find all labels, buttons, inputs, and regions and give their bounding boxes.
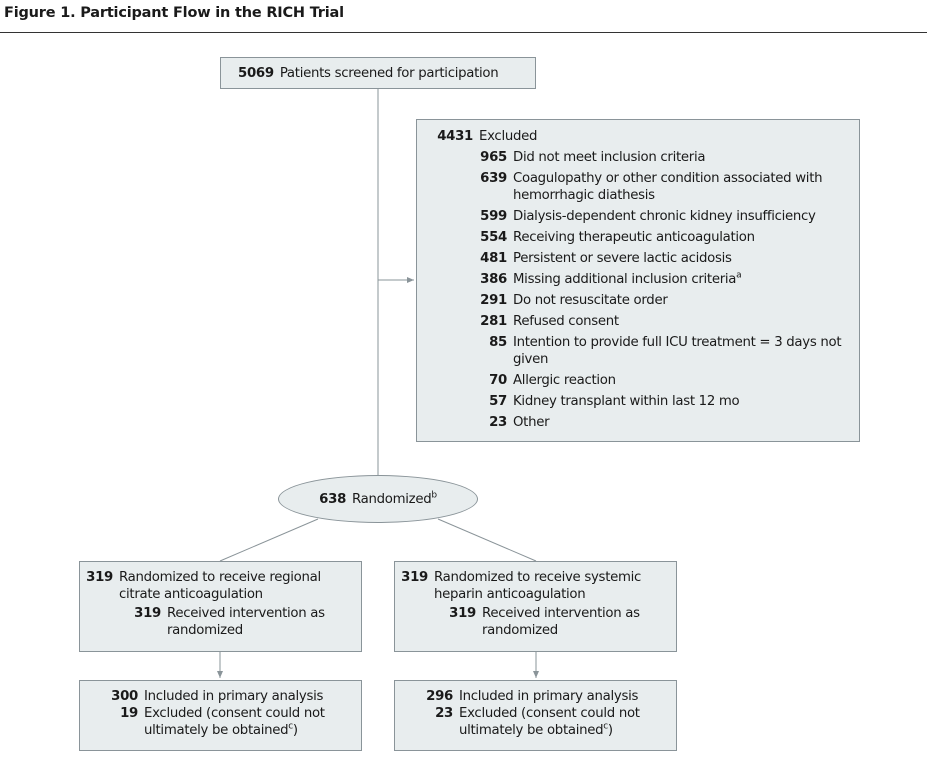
exclusion-reason: 965 Did not meet inclusion criteria bbox=[417, 149, 849, 166]
arm-count: 319 bbox=[401, 570, 428, 585]
title-rule bbox=[0, 32, 927, 33]
exclusion-reason-text-value: Dialysis-dependent chronic kidney insuff… bbox=[513, 209, 816, 224]
exclusion-reason-text-value: Coagulopathy or other condition associat… bbox=[513, 171, 823, 203]
included-count: 300 bbox=[111, 689, 138, 704]
analysis-box-heparin: 296 Included in primary analysis 23 Excl… bbox=[394, 680, 677, 751]
screened-box: 5069 Patients screened for participation bbox=[220, 57, 536, 89]
randomized-to-right-arm-line bbox=[437, 518, 537, 562]
analysis-excluded-count: 23 bbox=[435, 706, 453, 721]
exclusion-reason-text: Did not meet inclusion criteria bbox=[507, 149, 847, 166]
received-label: Received intervention as randomized bbox=[482, 606, 640, 638]
exclusion-reason: 23 Other bbox=[417, 414, 849, 431]
exclusion-reason-count: 639 bbox=[480, 171, 507, 186]
arm-box-heparin: 319 Randomized to receive systemic hepar… bbox=[394, 561, 677, 652]
received-label: Received intervention as randomized bbox=[167, 606, 325, 638]
exclusion-reason-text: Intention to provide full ICU treatment … bbox=[507, 334, 847, 368]
excluded-count: 4431 bbox=[437, 129, 473, 144]
exclusion-reason-footnote: a bbox=[736, 270, 742, 281]
exclusion-reason-text: Refused consent bbox=[507, 313, 847, 330]
exclusion-reason-count: 481 bbox=[480, 251, 507, 266]
randomized-to-left-arm-line bbox=[219, 518, 319, 562]
arm-label: Randomized to receive regional citrate a… bbox=[119, 570, 321, 602]
exclusion-reason: 481 Persistent or severe lactic acidosis bbox=[417, 250, 849, 267]
excluded-label: Excluded bbox=[479, 129, 538, 144]
exclusion-reason-text-value: Do not resuscitate order bbox=[513, 293, 668, 308]
randomized-footnote: b bbox=[431, 490, 437, 501]
exclusion-reason-text: Other bbox=[507, 414, 847, 431]
exclusion-reason-count: 599 bbox=[480, 209, 507, 224]
analysis-excluded-close: ) bbox=[292, 723, 298, 738]
exclusion-reason-text-value: Intention to provide full ICU treatment … bbox=[513, 335, 842, 367]
screened-count: 5069 bbox=[238, 66, 274, 81]
analysis-excluded-label: Excluded (consent could not ultimately b… bbox=[144, 706, 325, 738]
screened-label: Patients screened for participation bbox=[279, 66, 499, 81]
arm-label: Randomized to receive systemic heparin a… bbox=[434, 570, 642, 602]
exclusion-reason-text: Receiving therapeutic anticoagulation bbox=[507, 229, 847, 246]
exclusion-reason: 281 Refused consent bbox=[417, 313, 849, 330]
exclusion-reason-count: 291 bbox=[480, 293, 507, 308]
exclusion-reason-count: 965 bbox=[480, 150, 507, 165]
exclusion-reason-text-value: Refused consent bbox=[513, 314, 619, 329]
exclusion-reason-text: Allergic reaction bbox=[507, 372, 847, 389]
arm-box-citrate: 319 Randomized to receive regional citra… bbox=[79, 561, 362, 652]
analysis-excluded-close: ) bbox=[607, 723, 613, 738]
exclusion-reason-text-value: Persistent or severe lactic acidosis bbox=[513, 251, 732, 266]
received-count: 319 bbox=[134, 606, 161, 621]
exclusion-reason-text-value: Missing additional inclusion criteria bbox=[513, 272, 737, 287]
exclusion-reason: 291 Do not resuscitate order bbox=[417, 292, 849, 309]
randomized-count: 638 bbox=[319, 491, 347, 507]
exclusion-reason-count: 57 bbox=[489, 394, 507, 409]
exclusion-reason-text-value: Did not meet inclusion criteria bbox=[513, 150, 706, 165]
analysis-excluded-count: 19 bbox=[120, 706, 138, 721]
exclusion-reason-count: 70 bbox=[489, 373, 507, 388]
randomized-oval: 638 Randomizedb bbox=[278, 475, 478, 523]
randomized-label: Randomized bbox=[352, 491, 432, 507]
arm-count: 319 bbox=[86, 570, 113, 585]
analysis-excluded-footnote: c bbox=[288, 721, 293, 732]
received-count: 319 bbox=[449, 606, 476, 621]
analysis-box-citrate: 300 Included in primary analysis 19 Excl… bbox=[79, 680, 362, 751]
included-count: 296 bbox=[426, 689, 453, 704]
exclusion-reason-count: 554 bbox=[480, 230, 507, 245]
exclusion-reason-text: Do not resuscitate order bbox=[507, 292, 847, 309]
excluded-box: 4431 Excluded 965 Did not meet inclusion … bbox=[416, 119, 860, 442]
exclusion-reason: 57 Kidney transplant within last 12 mo bbox=[417, 393, 849, 410]
exclusion-reason-count: 23 bbox=[489, 415, 507, 430]
exclusion-reason-count: 386 bbox=[480, 272, 507, 287]
exclusion-reason-text: Persistent or severe lactic acidosis bbox=[507, 250, 847, 267]
exclusion-reason-text-value: Receiving therapeutic anticoagulation bbox=[513, 230, 755, 245]
exclusion-reason-text: Missing additional inclusion criteriaa bbox=[507, 271, 847, 288]
exclusion-reason-count: 281 bbox=[480, 314, 507, 329]
exclusion-reason-count: 85 bbox=[489, 335, 507, 350]
exclusion-reason-text-value: Other bbox=[513, 415, 550, 430]
exclusion-reason-text: Dialysis-dependent chronic kidney insuff… bbox=[507, 208, 847, 225]
included-label: Included in primary analysis bbox=[459, 689, 639, 704]
exclusion-reason-text-value: Allergic reaction bbox=[513, 373, 616, 388]
exclusion-reason-text: Coagulopathy or other condition associat… bbox=[507, 170, 847, 204]
analysis-excluded-footnote: c bbox=[603, 721, 608, 732]
exclusion-reason: 639 Coagulopathy or other condition assoc… bbox=[417, 170, 849, 204]
figure-title: Figure 1. Participant Flow in the RICH T… bbox=[4, 5, 344, 21]
included-label: Included in primary analysis bbox=[144, 689, 324, 704]
exclusion-reason: 599 Dialysis-dependent chronic kidney ins… bbox=[417, 208, 849, 225]
analysis-excluded-label: Excluded (consent could not ultimately b… bbox=[459, 706, 640, 738]
exclusion-reasons-list: 965 Did not meet inclusion criteria 639 Coa… bbox=[417, 149, 849, 431]
exclusion-reason-text: Kidney transplant within last 12 mo bbox=[507, 393, 847, 410]
exclusion-reason-text-value: Kidney transplant within last 12 mo bbox=[513, 394, 740, 409]
exclusion-reason: 554 Receiving therapeutic anticoagulation bbox=[417, 229, 849, 246]
exclusion-reason: 70 Allergic reaction bbox=[417, 372, 849, 389]
exclusion-reason: 85 Intention to provide full ICU treatmen… bbox=[417, 334, 849, 368]
